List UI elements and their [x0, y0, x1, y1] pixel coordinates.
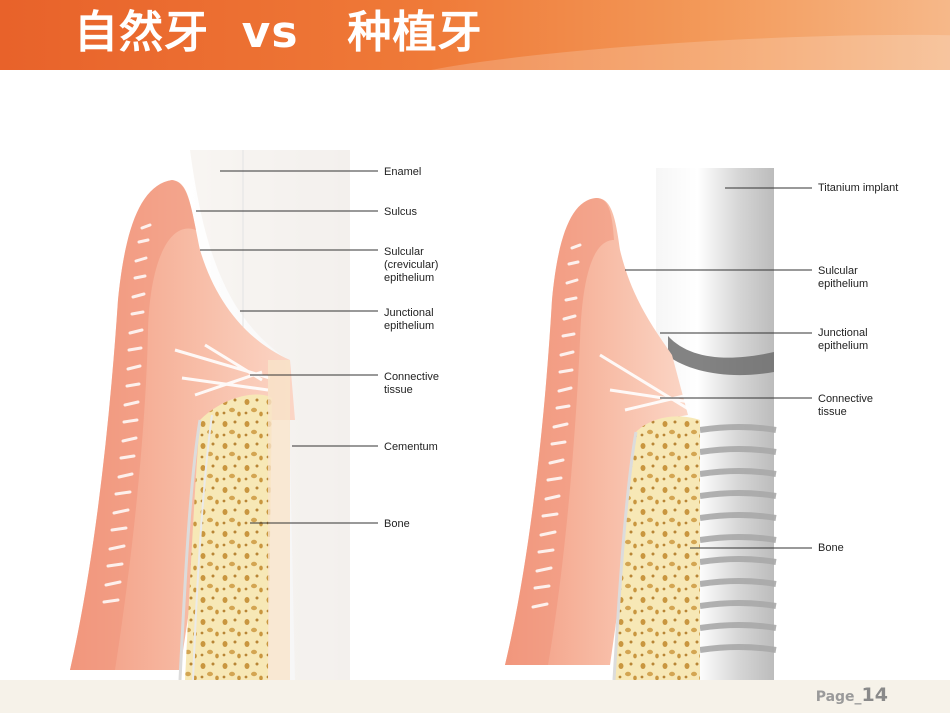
label-implant-connective-line1: Connective — [818, 393, 873, 405]
label-implant-junctional-line1: Junctional — [818, 327, 868, 339]
label-junctional-line2: epithelium — [384, 320, 434, 332]
header-banner: 自然牙 vs 种植牙 — [0, 0, 950, 70]
implant-labels: Titanium implant Sulcular epithelium Jun… — [818, 182, 898, 554]
label-connective-line1: Connective — [384, 371, 439, 383]
footer-bar — [0, 680, 950, 713]
label-implant-sulcular-line2: epithelium — [818, 278, 868, 290]
label-bone: Bone — [384, 518, 410, 530]
label-sulcular-line2: (crevicular) — [384, 259, 438, 271]
label-enamel: Enamel — [384, 166, 421, 178]
label-implant-connective-line2: tissue — [818, 406, 847, 418]
label-sulcular-line3: epithelium — [384, 272, 434, 284]
page-number-value: 14 — [861, 684, 888, 706]
implant-illustration — [505, 168, 777, 681]
label-implant-junctional-line2: epithelium — [818, 340, 868, 352]
label-cementum: Cementum — [384, 441, 438, 453]
implant-leaders — [625, 187, 812, 549]
page-prefix: Page_ — [815, 689, 862, 705]
label-implant-bone: Bone — [818, 542, 844, 554]
natural-tooth-illustration — [70, 150, 350, 681]
label-sulcular-line1: Sulcular — [384, 246, 424, 258]
natural-tooth-labels: Enamel Sulcus Sulcular (crevicular) epit… — [384, 166, 439, 530]
label-sulcus: Sulcus — [384, 206, 418, 218]
natural-tooth-leaders — [196, 170, 378, 524]
label-connective-line2: tissue — [384, 384, 413, 396]
implant-bone — [615, 416, 700, 680]
label-implant-sulcular-line1: Sulcular — [818, 265, 858, 277]
label-junctional-line1: Junctional — [384, 307, 434, 319]
page-title: 自然牙 vs 种植牙 — [74, 7, 483, 58]
page-number: Page_14 — [816, 684, 888, 706]
label-titanium-implant: Titanium implant — [818, 182, 898, 194]
